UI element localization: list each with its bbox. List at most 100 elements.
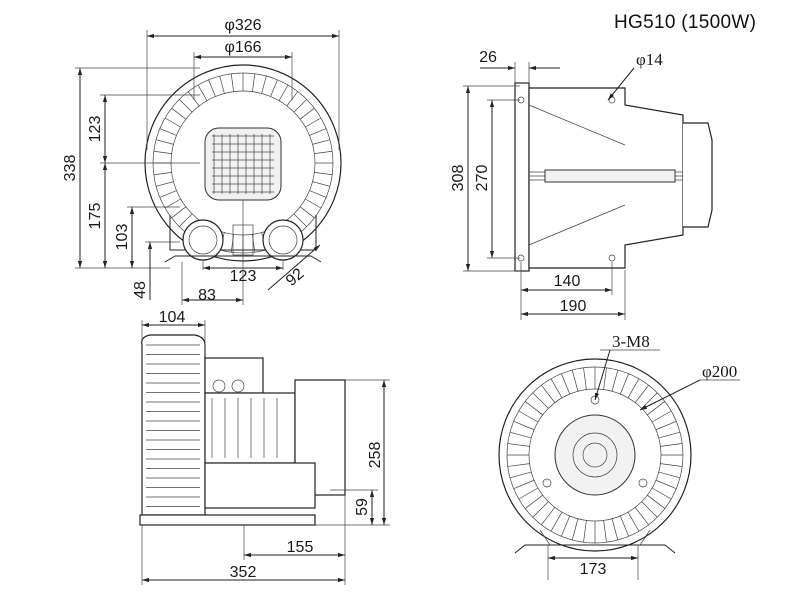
side-view-right: 26 φ14 308 270 140 190 — [450, 49, 713, 320]
cooling-fin — [571, 369, 579, 392]
cooling-fin — [627, 511, 640, 532]
cooling-fin — [513, 479, 535, 489]
dim-housing-depth: 104 — [159, 309, 186, 326]
shaft-bar — [544, 169, 676, 183]
cooling-fin — [509, 431, 532, 439]
cooling-fin — [197, 84, 208, 101]
dim-port-angle: 92 — [283, 265, 308, 290]
cooling-fin — [532, 501, 549, 518]
cooling-fin — [219, 75, 225, 94]
cooling-fin — [541, 384, 556, 403]
cooling-fin — [509, 471, 532, 479]
back-bolt-circle: φ200 — [702, 362, 737, 381]
front-view: φ326 φ166 338 123 175 103 48 123 83 92 — [62, 17, 342, 305]
cooling-fin — [208, 79, 216, 97]
cooling-fin — [507, 443, 530, 447]
cooling-fin — [658, 431, 681, 439]
cooling-fin — [171, 206, 187, 219]
cooling-fin — [293, 213, 307, 227]
bolt-hole — [638, 478, 648, 488]
motor-body — [204, 392, 296, 464]
cooling-fin — [541, 507, 556, 526]
cooling-fin — [561, 373, 571, 395]
cooling-fin — [507, 463, 530, 467]
cooling-fin — [518, 487, 539, 500]
cooling-fin — [309, 190, 327, 198]
cooling-fin — [153, 172, 172, 176]
dim-side-port-height: 59 — [354, 498, 371, 516]
dim-mount-spacing: 140 — [554, 273, 581, 290]
dim-foot-spacing: 173 — [580, 561, 607, 578]
cooling-fin — [155, 181, 174, 187]
dim-flange-width: 26 — [479, 49, 497, 66]
dim-outer-diameter: φ326 — [224, 17, 261, 34]
side-view-left: 104 258 59 155 352 — [139, 309, 390, 585]
cooling-fin — [651, 487, 672, 500]
dim-side-mount-height: 270 — [474, 165, 491, 192]
cooling-fin — [261, 75, 267, 94]
dim-foot-height: 48 — [132, 281, 149, 299]
terminal-box — [204, 357, 264, 394]
side-base — [139, 514, 316, 526]
cooling-fin — [627, 378, 640, 399]
motor-flange — [554, 414, 636, 496]
cooling-fin — [314, 172, 333, 176]
cooling-fin — [647, 401, 666, 416]
cooling-fin — [561, 515, 571, 537]
dim-side-overall-height: 308 — [450, 165, 467, 192]
bolt-hole — [542, 478, 552, 488]
model-title: HG510 (1500W) — [614, 12, 757, 33]
cooling-fin — [641, 501, 658, 518]
cooling-fin — [658, 471, 681, 479]
cooling-fin — [571, 518, 579, 541]
cooling-fin — [299, 206, 315, 219]
cooling-fin — [270, 79, 278, 97]
cooling-fin — [550, 378, 563, 399]
dim-foot-offset: 83 — [198, 287, 216, 304]
back-feet — [514, 544, 676, 554]
cooling-fin — [611, 369, 619, 392]
cooling-fin — [611, 518, 619, 541]
side-right-housing — [514, 82, 713, 272]
cooling-fin — [278, 84, 289, 101]
cooling-fin — [619, 515, 629, 537]
motor-fan-cover — [204, 127, 282, 201]
cooling-fin — [532, 392, 549, 409]
cooling-fin — [524, 494, 543, 509]
cooling-fin — [660, 443, 683, 447]
back-bolt-note: 3-M8 — [612, 332, 650, 351]
cooling-fin — [583, 367, 587, 390]
cooling-fin — [164, 198, 181, 209]
cooling-fin — [164, 117, 181, 128]
dim-inner-diameter: φ166 — [224, 39, 261, 56]
cooling-fin — [550, 511, 563, 532]
dim-lower-height: 175 — [87, 203, 104, 230]
back-housing — [498, 358, 692, 554]
cooling-fin — [309, 128, 327, 136]
cooling-fin — [312, 139, 331, 145]
dim-port-height: 103 — [114, 224, 131, 251]
cooling-fin — [655, 421, 677, 431]
cooling-fin — [655, 479, 677, 489]
cooling-fin — [634, 384, 649, 403]
cooling-fin — [524, 401, 543, 416]
cooling-fin — [603, 520, 607, 543]
dim-hole-diameter: φ14 — [636, 50, 663, 69]
cooling-fin — [647, 494, 666, 509]
cooling-fin — [179, 99, 193, 113]
cooling-fin — [305, 198, 322, 209]
cooling-fin — [603, 367, 607, 390]
cooling-fin — [159, 128, 177, 136]
dim-overall-height: 338 — [62, 155, 79, 182]
dim-upper-height: 123 — [87, 116, 104, 143]
cooling-fin — [518, 410, 539, 423]
cooling-fin — [179, 213, 193, 227]
front-housing — [144, 64, 342, 263]
dim-side-height: 258 — [367, 442, 384, 469]
cooling-fin — [312, 181, 331, 187]
dim-motor-length: 155 — [287, 539, 314, 556]
cooling-fin — [651, 410, 672, 423]
motor-fan-cap — [683, 122, 713, 228]
cooling-fin — [153, 150, 172, 154]
cooling-fin — [513, 421, 535, 431]
